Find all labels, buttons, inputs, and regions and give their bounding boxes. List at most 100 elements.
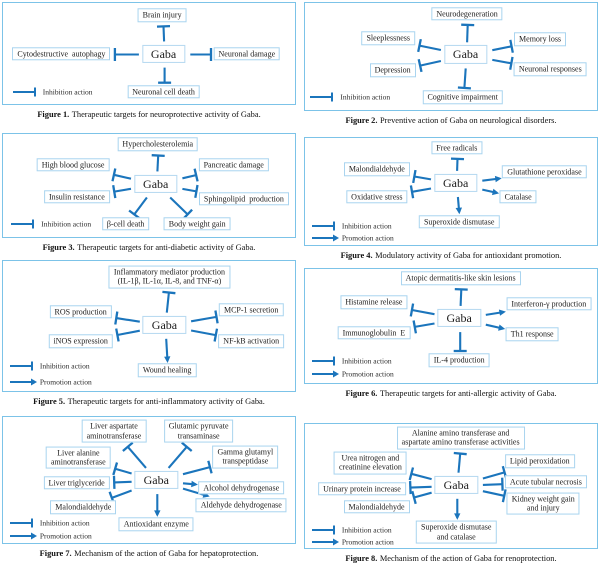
- inhibition-bar: [509, 56, 514, 70]
- diagram-node: NF-kB activation: [218, 334, 285, 348]
- connector-line: [182, 466, 211, 476]
- inhibition-bar: [501, 489, 507, 503]
- diagram-node: Interferon-γ production: [506, 296, 592, 311]
- figure-caption: Figure 3.Therapeutic targets for anti-di…: [2, 243, 296, 253]
- connector-line: [127, 446, 147, 469]
- promotion-arrowhead: [498, 309, 506, 316]
- connector-line: [165, 338, 169, 362]
- inhibition-icon: [9, 518, 33, 528]
- connector-line: [133, 196, 148, 216]
- connector-line: [482, 188, 498, 195]
- connector-line: [182, 174, 197, 180]
- connector-line: [117, 329, 140, 337]
- diagram-node: IL-4 production: [428, 353, 490, 368]
- connector-line: [169, 196, 189, 216]
- diagram-node: Superoxide dismutase and catalase: [416, 520, 497, 544]
- inhibition-bar: [114, 311, 119, 325]
- legend-inhibition: Inhibition action: [311, 220, 392, 231]
- inhibition-bar: [509, 39, 514, 53]
- legend-label: Promotion action: [39, 531, 92, 541]
- diagram-node: Free radicals: [431, 140, 483, 155]
- promotion-arrowhead: [191, 481, 198, 488]
- inhibition-bar: [115, 328, 120, 342]
- diagram-node: Lipid peroxidation: [504, 454, 575, 469]
- diagram-node: Urinary protein increase: [318, 481, 406, 496]
- legend-label: Inhibition action: [42, 87, 93, 97]
- diagram-node: Histamine release: [340, 295, 408, 309]
- connector-line: [456, 196, 461, 213]
- diagram-node: Acute tubular necrosis: [504, 475, 587, 489]
- connector-line: [411, 309, 435, 316]
- gaba-center-node: Gaba: [434, 173, 478, 193]
- legend-label: Inhibition action: [341, 221, 392, 231]
- inhibition-icon: [311, 221, 335, 231]
- diagram-node: Brain injury: [137, 8, 187, 22]
- legend-label: Inhibition action: [340, 92, 391, 102]
- figure-caption-number: Figure 1.: [37, 110, 70, 119]
- promotion-icon: [311, 234, 339, 242]
- connector-line: [485, 323, 504, 330]
- diagram-node: Alcohol dehydrogenase: [198, 481, 285, 495]
- diagram-node: Neurodegeneration: [431, 6, 503, 21]
- diagram-node: Gamma glutamyl transpeptidase: [212, 445, 279, 469]
- diagram-node: Liver alanine aminotransferase: [46, 446, 111, 469]
- diagram-node: Superoxide dismutase: [418, 214, 500, 229]
- gaba-center-node: Gaba: [437, 309, 481, 328]
- connector-line: [482, 177, 500, 182]
- connector-line: [459, 289, 463, 307]
- diagram-node: Neuronal cell death: [127, 85, 200, 99]
- legend-label: Promotion action: [341, 233, 394, 243]
- connector-line: [114, 480, 132, 484]
- connector-line: [411, 473, 432, 481]
- figure-caption-text: Mechanism of the action of Gaba for hepa…: [74, 549, 259, 559]
- figure-caption-text: Modulatory activity of Gaba for antioxid…: [375, 251, 562, 261]
- legend-inhibition: Inhibition action: [311, 355, 392, 366]
- promotion-arrowhead: [454, 513, 461, 521]
- inhibition-icon: [311, 356, 335, 366]
- diagram-node: Insulin resistance: [43, 190, 110, 204]
- inhibition-bar: [409, 185, 415, 199]
- inhibition-bar: [409, 303, 415, 317]
- figure-caption-text: Therapeutic targets for anti-allergic ac…: [379, 389, 557, 399]
- diagram-node: High blood glucose: [36, 158, 110, 172]
- inhibition-bar: [207, 460, 213, 474]
- figure-caption-text: Therapeutic targets for anti-inflammator…: [67, 397, 265, 407]
- gaba-center-node: Gaba: [443, 45, 488, 64]
- promotion-arrowhead: [455, 207, 462, 215]
- diagram-node: Aldehyde dehydrogenase: [195, 498, 287, 513]
- diagram-node: ROS production: [49, 305, 112, 319]
- diagram-node: Malondialdehyde: [50, 500, 117, 515]
- gaba-center-node: Gaba: [134, 471, 178, 490]
- figure-caption: Figure 4.Modulatory activity of Gaba for…: [304, 251, 598, 261]
- diagram-node: β-cell death: [101, 216, 150, 231]
- diagram-node: Neuronal responses: [513, 62, 587, 77]
- inhibition-bar: [417, 58, 423, 73]
- legend-arrowhead: [332, 370, 339, 378]
- diagram-node: iNOS expression: [48, 334, 113, 348]
- legend-inhibition: Inhibition action: [10, 218, 91, 229]
- connector-line: [419, 44, 442, 52]
- figure-caption-text: Therapeutic targets for neuroprotective …: [71, 110, 261, 119]
- connector-line: [113, 173, 132, 180]
- inhibition-icon: [12, 87, 36, 97]
- figure-caption-number: Figure 3.: [42, 243, 75, 253]
- inhibition-bar: [408, 481, 412, 495]
- diagram-node: Catalase: [499, 190, 537, 204]
- connector-line: [457, 453, 462, 474]
- figure-caption: Figure 2.Preventive action of Gaba on ne…: [304, 116, 598, 126]
- inhibition-bar: [411, 491, 417, 505]
- legend-promotion: Promotion action: [311, 537, 394, 548]
- gaba-center-node: Gaba: [141, 44, 186, 63]
